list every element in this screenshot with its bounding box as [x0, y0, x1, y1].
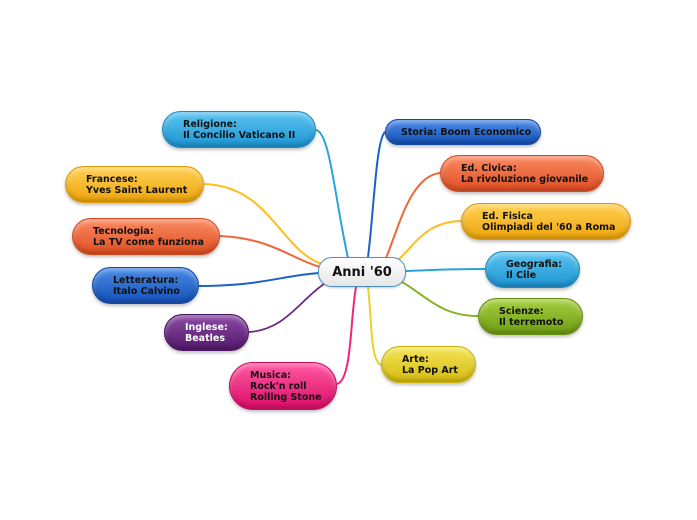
topic-tecnologia[interactable]: Tecnologia: La TV come funziona	[72, 218, 220, 255]
topic-letteratura-line-1: Letteratura:	[113, 274, 179, 286]
topic-inglese-line-2: Beatles	[185, 332, 225, 344]
central-topic[interactable]: Anni '60	[318, 257, 406, 287]
connector-francese	[203, 183, 323, 265]
topic-inglese-line-1: Inglese:	[185, 321, 228, 333]
topic-geografia[interactable]: Geografia: Il Cile	[485, 251, 580, 288]
topic-letteratura[interactable]: Letteratura: Italo Calvino	[92, 267, 199, 304]
topic-arte[interactable]: Arte: La Pop Art	[381, 346, 476, 383]
topic-francese[interactable]: Francese: Yves Saint Laurent	[65, 166, 204, 203]
topic-religione-line-2: Il Concilio Vaticano II	[183, 129, 296, 141]
topic-religione[interactable]: Religione: Il Concilio Vaticano II	[162, 111, 316, 148]
topic-musica[interactable]: Musica: Rock'n roll Rolling Stone	[229, 362, 337, 410]
connector-edfisica	[397, 220, 462, 261]
connector-tecnologia	[219, 235, 321, 268]
central-topic-label: Anni '60	[332, 264, 392, 280]
topic-storia-line-1: Storia: Boom Economico	[401, 126, 532, 138]
topic-storia[interactable]: Storia: Boom Economico	[385, 119, 541, 145]
topic-inglese[interactable]: Inglese: Beatles	[164, 314, 249, 351]
connector-religione	[315, 129, 349, 259]
topic-scienze-line-1: Scienze:	[499, 305, 544, 317]
topic-musica-line-2: Rock'n roll	[250, 380, 307, 392]
topic-geografia-line-2: Il Cile	[506, 269, 537, 281]
topic-francese-line-2: Yves Saint Laurent	[86, 184, 188, 196]
topic-edfisica[interactable]: Ed. Fisica Olimpiadi del '60 a Roma	[461, 203, 631, 240]
connector-storia	[367, 131, 386, 258]
topic-edfisica-line-1: Ed. Fisica	[482, 210, 533, 222]
topic-geografia-line-1: Geografia:	[506, 258, 562, 270]
topic-edcivica[interactable]: Ed. Civica: La rivoluzione giovanile	[440, 155, 604, 192]
topic-tecnologia-line-2: La TV come funziona	[93, 236, 204, 248]
topic-letteratura-line-2: Italo Calvino	[113, 285, 180, 297]
connector-musica	[336, 286, 357, 385]
connector-inglese	[248, 283, 325, 333]
connector-letteratura	[198, 272, 320, 287]
topic-edcivica-line-1: Ed. Civica:	[461, 162, 517, 174]
topic-musica-line-1: Musica:	[250, 369, 291, 381]
topic-scienze[interactable]: Scienze: Il terremoto	[478, 298, 583, 335]
topic-edcivica-line-2: La rivoluzione giovanile	[461, 173, 589, 185]
topic-scienze-line-2: Il terremoto	[499, 316, 564, 328]
topic-edfisica-line-2: Olimpiadi del '60 a Roma	[482, 221, 616, 233]
topic-tecnologia-line-1: Tecnologia:	[93, 225, 154, 237]
connector-geografia	[405, 268, 486, 272]
topic-religione-line-1: Religione:	[183, 118, 237, 130]
topic-arte-line-2: La Pop Art	[402, 364, 458, 376]
topic-arte-line-1: Arte:	[402, 353, 429, 365]
connector-edcivica	[385, 172, 441, 259]
topic-musica-line-3: Rolling Stone	[250, 391, 322, 403]
connector-arte	[367, 286, 382, 366]
topic-francese-line-1: Francese:	[86, 173, 138, 185]
connector-scienze	[401, 281, 479, 317]
